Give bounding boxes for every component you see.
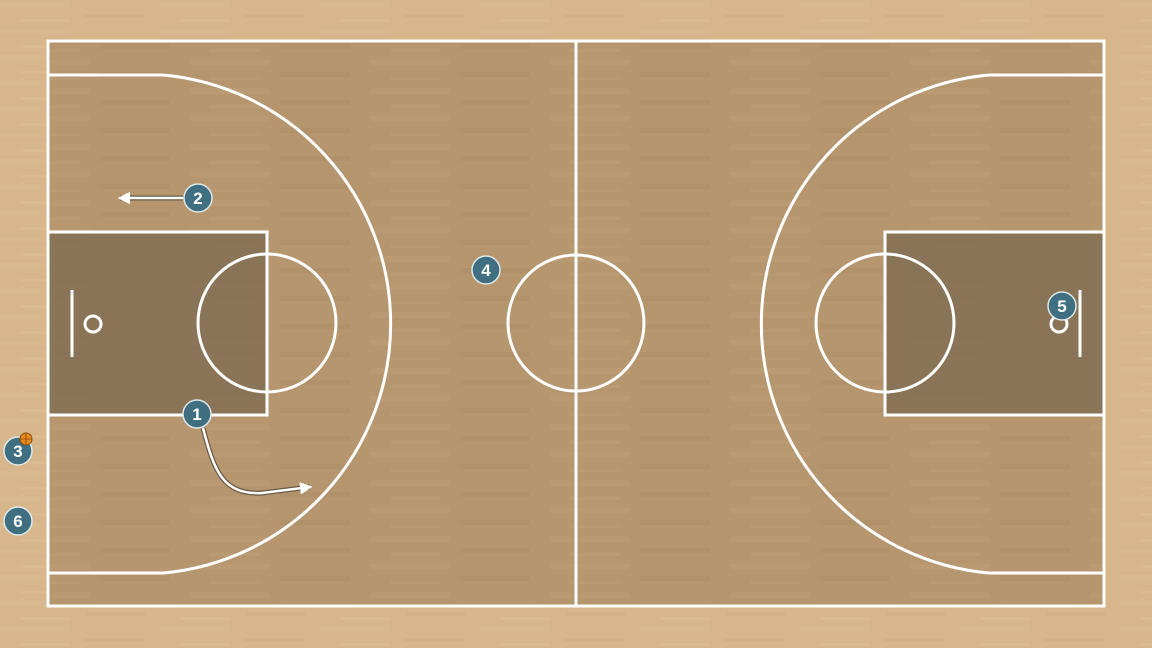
player-2-marker <box>183 183 213 213</box>
player-5[interactable]: 5 <box>1047 291 1077 321</box>
left-paint <box>48 232 267 415</box>
basketball-icon <box>19 432 33 446</box>
player-4[interactable]: 4 <box>471 255 501 285</box>
movement-arrows <box>117 191 313 496</box>
player-5-label: 5 <box>1057 297 1066 316</box>
right-paint <box>885 232 1104 415</box>
player-1-cut-arrow <box>201 427 313 495</box>
player-4-label: 4 <box>481 261 491 280</box>
left-key <box>46 230 269 417</box>
player-1-marker <box>182 399 212 429</box>
left-hoop <box>83 314 103 334</box>
player-6-label: 6 <box>13 512 22 531</box>
right-free-throw-circle <box>814 252 956 394</box>
player-2-label: 2 <box>193 189 202 208</box>
left-three-point-line <box>48 73 393 575</box>
right-key <box>883 230 1106 417</box>
player-2[interactable]: 2 <box>183 183 213 213</box>
court-lines <box>46 39 1106 608</box>
player-4-marker <box>471 255 501 285</box>
player-6[interactable]: 6 <box>3 506 33 536</box>
player-6-marker <box>3 506 33 536</box>
right-three-point-line <box>759 73 1104 575</box>
center-circle <box>506 253 646 393</box>
left-free-throw-circle <box>196 252 338 394</box>
player-3-label: 3 <box>13 442 22 461</box>
player-1[interactable]: 1 <box>182 399 212 429</box>
player-3[interactable]: 3 <box>3 432 33 466</box>
player-5-marker <box>1047 291 1077 321</box>
player-1-label: 1 <box>192 405 201 424</box>
